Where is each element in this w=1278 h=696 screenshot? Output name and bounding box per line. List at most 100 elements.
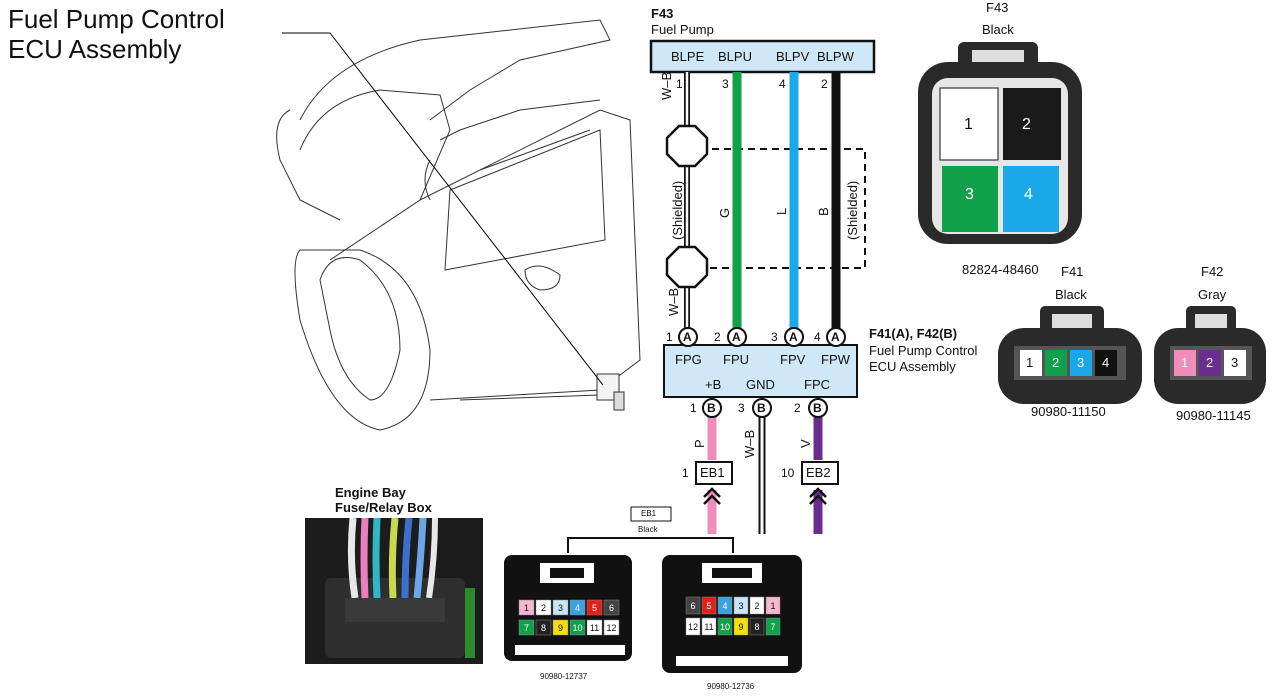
eb1-right-bottom-cell [717,617,733,636]
ecu-top-num-4: 4 [814,330,821,344]
ecu-connector-name-2: ECU Assembly [869,359,956,374]
ecu-pin-plus-b: +B [705,377,722,392]
eb1-left-bottom-cell [518,619,535,636]
eb1-right-top-pin-number: 2 [754,601,759,611]
ecu-connector-box [663,344,858,398]
eb1-left-bottom-cell [569,619,586,636]
f42-view-pin-2: 2 [1206,355,1214,370]
ecu-top-num-3: 3 [771,330,778,344]
f42-view-part: 90980-11145 [1176,408,1251,423]
eb1-right-bottom-pin-number: 8 [754,622,759,632]
eb1-right-top-cell [733,596,749,615]
shield-node-bottom [665,245,709,289]
eb1-right-top-cell [717,596,733,615]
eb1-left-top-pin-number: 2 [541,603,546,613]
eb1-left-bottom-pin-number: 12 [606,623,616,633]
f41-view-code: F41 [1061,264,1084,279]
f43-view-pin-3: 3 [965,186,974,203]
engine-bay-photo-art [305,518,483,664]
eb1-badge-box [695,461,733,485]
badge-a-2: A [732,330,741,344]
eb1-label: EB1 [700,465,725,480]
eb1-left-top-pin-number: 3 [558,603,563,613]
eb1-left-bottom-pin-number: 8 [541,623,546,633]
eb1-right-top-pin-number: 1 [770,601,775,611]
eb1-left-bottom-pin-number: 7 [524,623,529,633]
badge-b-3: B [813,401,822,415]
eb1-left-top-pin-number: 5 [592,603,597,613]
a-badges [678,327,846,347]
eb2-badge-box [801,461,839,485]
wire-label-shielded-right: (Shielded) [845,180,860,240]
wire-label-wb-top: W–B [659,71,674,100]
ecu-connector-code: F41(A), F42(B) [869,326,958,341]
f43-face-view [918,42,1082,244]
eb1-right-top-cell [685,596,701,615]
wire-label-wb-bottom: W–B [666,287,681,316]
eb1-left-bottom-cell [586,619,603,636]
eb1-right-top-pin-number: 4 [722,601,727,611]
badge-a-4: A [831,330,840,344]
ecu-bottom-num-3: 3 [738,401,745,415]
eb1-left-bottom-cell [552,619,569,636]
ecu-pin-fpg: FPG [675,352,702,367]
harness-wires [684,72,841,330]
b-badges [702,398,828,418]
eb1-right-bottom-pin-number: 10 [720,622,730,632]
wire-label-v: V [798,439,813,448]
wire-label-wb-ground: W–B [742,429,757,458]
f41-view-color: Black [1055,287,1087,302]
f41-view-part: 90980-11150 [1031,404,1106,419]
wire-label-b: B [816,207,831,216]
eb1-bracket [567,537,734,553]
page-title: Fuel Pump Control ECU Assembly [8,4,225,64]
eb1-right-top-pin-number: 3 [738,601,743,611]
badge-b-2: B [757,401,766,415]
badge-a-3: A [789,330,798,344]
eb1-pin-num: 1 [682,466,689,480]
eb2-pin-num: 10 [781,466,795,480]
f43-pin-blpe: BLPE [671,49,705,64]
f41-face-view [998,306,1142,404]
ecu-bottom-num-1: 1 [690,401,697,415]
f43-pin-num-4: 4 [779,77,786,91]
f41-view-pin-1: 1 [1026,355,1034,370]
f41-view-pin-3: 3 [1077,355,1085,370]
f43-name: Fuel Pump [651,22,714,37]
eb1-block-code: EB1 [641,509,657,518]
wire-label-p: P [692,439,707,448]
badge-a-1: A [683,330,692,344]
ecu-top-num-1: 1 [666,330,673,344]
eb1-left-top-pin-number: 6 [609,603,614,613]
f43-pin-num-2: 2 [821,77,828,91]
f43-pin-num-1: 1 [676,77,683,91]
f41-view-pin-4: 4 [1102,355,1110,370]
f43-pin-blpv: BLPV [776,49,810,64]
f43-pin-blpu: BLPU [718,49,752,64]
eb1-right-bottom-cell [749,617,765,636]
eb1-right-bottom-pin-number: 7 [770,622,775,632]
eb1-arrow-icon [703,487,721,505]
f43-view-color: Black [982,22,1014,37]
eb1-left-top-cell [586,599,603,616]
eb2-arrow-icon [809,487,827,505]
eb1-left-top-pin-number: 1 [524,603,529,613]
eb1-left-bottom-cell [535,619,552,636]
ecu-pin-fpw: FPW [821,352,850,367]
eb1-right-top-cell [765,596,781,615]
f43-view-pin-1: 1 [964,116,973,133]
engine-bay-photo [305,518,483,664]
eb1-right-bottom-cell [733,617,749,636]
eb1-right-top-cell [701,596,717,615]
eb1-right-bottom-pin-number: 12 [688,622,698,632]
ecu-top-num-2: 2 [714,330,721,344]
eb1-left-top-cell [552,599,569,616]
eb1-right-top-cell [749,596,765,615]
ecu-pin-fpv: FPV [780,352,806,367]
eb1-right-bottom-pin-number: 9 [738,622,743,632]
title-line-1: Fuel Pump Control [8,4,225,34]
ecu-connector-name-1: Fuel Pump Control [869,343,978,358]
eb1-left-top-cell [569,599,586,616]
eb1-right-top-pin-number: 5 [706,601,711,611]
f42-view-pin-1: 1 [1181,355,1189,370]
